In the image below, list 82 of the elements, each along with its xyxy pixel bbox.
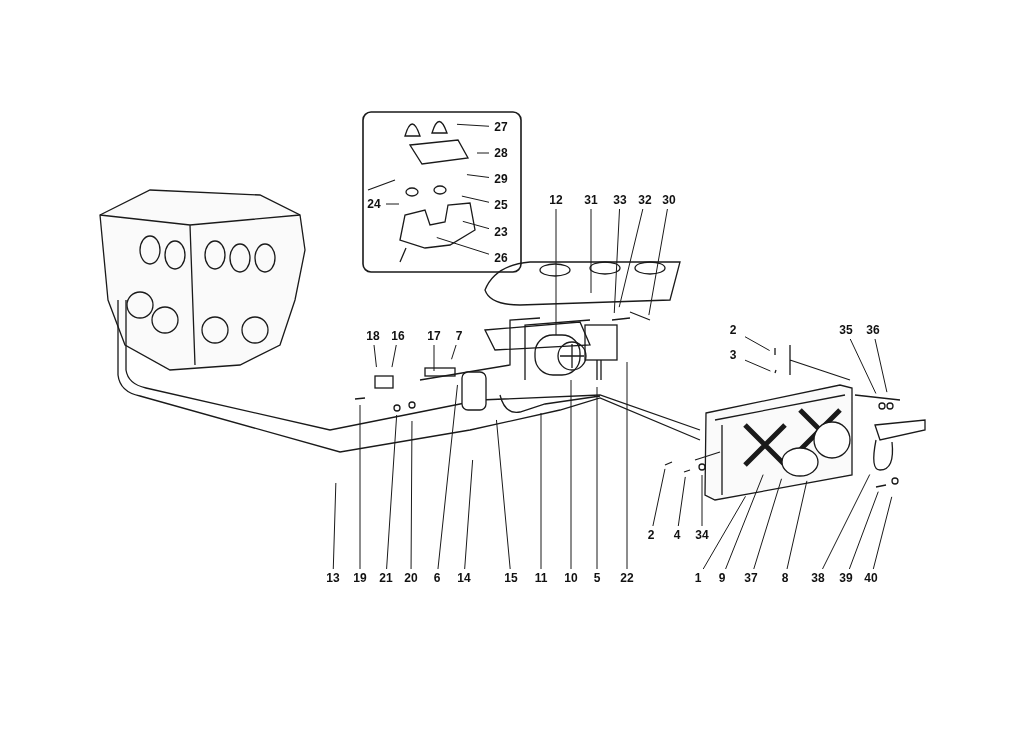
leader-line [476,152,490,154]
leader-line [433,344,435,372]
callout-number: 4 [667,528,687,542]
leader-line [786,480,808,570]
leader-line [725,474,764,570]
callout-number: 25 [491,198,511,212]
leader-line [744,336,771,352]
callout-number: 39 [836,571,856,585]
leader-line [701,474,703,527]
leader-line [652,468,666,527]
callout-number: 24 [364,197,384,211]
callout-number: 10 [561,571,581,585]
leader-line [872,496,893,570]
leader-line [618,208,644,308]
callout-number: 6 [427,571,447,585]
callout-number: 15 [501,571,521,585]
callout-number: 20 [401,571,421,585]
callout-number: 36 [863,323,883,337]
leader-line [332,482,337,570]
leader-line [753,478,783,570]
callout-number: 8 [775,571,795,585]
callout-number: 26 [491,251,511,265]
leader-line [849,338,877,394]
leader-line [822,473,871,570]
callout-number: 29 [491,172,511,186]
callout-number: 16 [388,329,408,343]
callout-number: 14 [454,571,474,585]
leader-line [391,344,397,368]
callout-number: 12 [546,193,566,207]
leader-line [744,359,771,372]
callout-number: 34 [692,528,712,542]
callout-number: 19 [350,571,370,585]
callout-number: 13 [323,571,343,585]
callout-number: 23 [491,225,511,239]
leader-line [677,476,686,527]
leader-line [437,384,458,570]
callout-number: 32 [635,193,655,207]
leader-line [359,404,361,570]
callout-number: 11 [531,571,551,585]
callout-number: 28 [491,146,511,160]
leader-line [436,237,490,255]
callout-number: 30 [659,193,679,207]
callout-number: 2 [641,528,661,542]
callout-number: 38 [808,571,828,585]
leader-line [461,195,490,203]
leader-line [648,208,668,316]
callout-number: 33 [610,193,630,207]
leader-line [570,379,572,570]
leader-line [451,344,457,360]
callout-number: 18 [363,329,383,343]
leader-line [848,491,879,570]
callout-number: 37 [741,571,761,585]
callout-number: 5 [587,571,607,585]
callout-number: 2 [723,323,743,337]
leader-line [590,208,592,294]
leader-line [626,361,628,570]
leader-line [702,495,746,570]
callout-number: 35 [836,323,856,337]
leader-line [462,220,490,230]
leader-line [596,386,598,570]
callout-number: 9 [712,571,732,585]
callout-number: 21 [376,571,396,585]
leader-line [373,344,377,368]
callout-number: 40 [861,571,881,585]
callout-number: 17 [424,329,444,343]
leader-line [386,414,398,570]
leader-line [540,412,542,570]
leader-line [385,203,400,205]
leader-line [456,123,490,127]
leader-line [613,208,621,314]
callout-number: 3 [723,348,743,362]
leader-line [495,419,511,570]
callout-number: 7 [449,329,469,343]
callout-number: 31 [581,193,601,207]
callout-number: 22 [617,571,637,585]
leader-line [555,208,557,336]
leader-line [410,420,413,570]
callout-number: 27 [491,120,511,134]
leader-line [464,459,474,570]
callout-number: 1 [688,571,708,585]
leader-line [874,338,888,393]
leader-line [466,174,490,178]
